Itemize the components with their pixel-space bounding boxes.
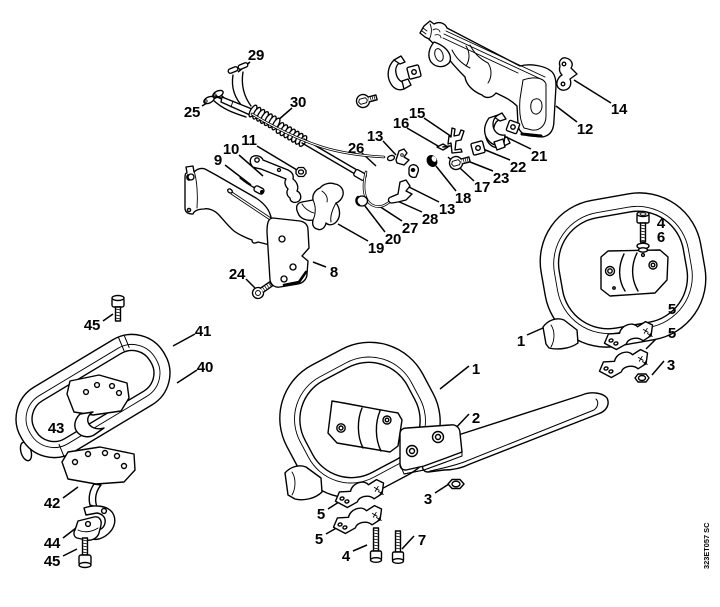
svg-text:40: 40 (197, 359, 213, 376)
svg-text:3: 3 (424, 491, 432, 508)
svg-text:11: 11 (241, 132, 256, 149)
svg-text:5: 5 (315, 531, 323, 548)
svg-text:25: 25 (184, 104, 200, 121)
svg-text:10: 10 (223, 141, 239, 158)
svg-text:44: 44 (44, 535, 61, 552)
svg-text:6: 6 (657, 229, 665, 246)
svg-text:22: 22 (510, 159, 526, 176)
svg-text:1: 1 (517, 333, 525, 350)
svg-text:18: 18 (455, 190, 471, 207)
svg-text:28: 28 (422, 211, 438, 228)
svg-text:45: 45 (44, 553, 60, 570)
svg-text:5: 5 (668, 301, 676, 318)
svg-text:4: 4 (657, 215, 666, 232)
svg-text:27: 27 (402, 220, 418, 237)
svg-text:12: 12 (577, 121, 593, 138)
svg-text:24: 24 (229, 266, 246, 283)
svg-text:5: 5 (317, 506, 325, 523)
svg-text:2: 2 (472, 410, 480, 427)
svg-text:4: 4 (342, 548, 351, 565)
svg-text:14: 14 (611, 101, 628, 118)
svg-text:20: 20 (385, 231, 401, 248)
svg-text:17: 17 (474, 179, 490, 196)
svg-text:1: 1 (472, 361, 480, 378)
svg-text:3: 3 (667, 357, 675, 374)
svg-text:42: 42 (44, 495, 60, 512)
svg-text:19: 19 (368, 240, 384, 257)
svg-text:323ET057 SC: 323ET057 SC (702, 522, 711, 569)
svg-text:29: 29 (248, 47, 264, 64)
svg-text:5: 5 (668, 325, 676, 342)
svg-text:15: 15 (409, 105, 425, 122)
svg-text:13: 13 (367, 128, 383, 145)
svg-text:8: 8 (330, 264, 338, 281)
svg-text:21: 21 (531, 148, 547, 165)
svg-text:9: 9 (214, 152, 222, 169)
svg-text:26: 26 (348, 140, 364, 157)
svg-text:13: 13 (439, 201, 455, 218)
svg-text:30: 30 (290, 94, 306, 111)
svg-text:45: 45 (84, 317, 100, 334)
svg-text:43: 43 (48, 420, 64, 437)
svg-text:7: 7 (418, 532, 426, 549)
svg-text:41: 41 (195, 323, 211, 340)
svg-text:23: 23 (493, 170, 509, 187)
svg-text:16: 16 (393, 115, 409, 132)
